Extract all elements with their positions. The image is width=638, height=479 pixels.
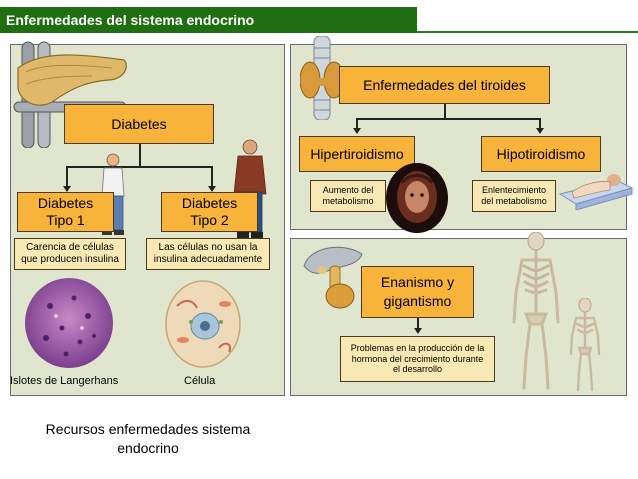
- tiroides-box: Enfermedades del tiroides: [339, 66, 550, 104]
- arrow-tipo1: [63, 186, 71, 192]
- arrow-hiper: [353, 128, 361, 134]
- diabetes-tipo2-description: Las células no usan la insulina adecuada…: [146, 238, 270, 270]
- arrow-crecimiento: [414, 328, 422, 334]
- footer-caption: Recursos enfermedades sistema endocrino: [45, 421, 251, 456]
- diabetes-box: Diabetes: [64, 104, 214, 144]
- islets-image-icon: [25, 278, 113, 368]
- sweating-person-icon: [386, 163, 448, 233]
- diabetes-tipo1-label: Diabetes Tipo 1: [37, 194, 94, 229]
- islets-caption: Islotes de Langerhans: [10, 375, 119, 387]
- sleeping-person-icon: [558, 174, 634, 210]
- cell-caption: Célula: [184, 375, 216, 387]
- diabetes-connector: [139, 144, 141, 166]
- tiroides-branch-right: [539, 118, 541, 128]
- thyroid-icon: [300, 36, 344, 120]
- slide-title: Enfermedades del sistema endocrino: [0, 7, 417, 33]
- diabetes-branch-right: [211, 166, 213, 186]
- enanismo-connector: [417, 318, 419, 328]
- diabetes-branch-left: [66, 166, 68, 186]
- hiper-description: Aumento del metabolismo: [310, 180, 386, 212]
- crecimiento-description: Problemas en la producción de la hormona…: [340, 336, 495, 382]
- enanismo-box: Enanismo y gigantismo: [361, 266, 474, 318]
- skeleton-small-icon: [569, 298, 601, 392]
- tiroides-branch-left: [356, 118, 358, 128]
- title-underline: [417, 31, 638, 33]
- hipo-description: Enlentecimiento del metabolismo: [472, 180, 556, 212]
- arrow-tipo2: [208, 186, 216, 192]
- tiroides-branch: [356, 118, 540, 120]
- arrow-hipo: [536, 128, 544, 134]
- skeleton-large-icon: [512, 232, 560, 390]
- diabetes-tipo2-label: Diabetes Tipo 2: [181, 194, 238, 229]
- pituitary-icon: [303, 246, 363, 309]
- cell-image-icon: [165, 280, 241, 368]
- hipotiroidismo-box: Hipotiroidismo: [481, 136, 601, 172]
- hipertiroidismo-box: Hipertiroidismo: [299, 136, 415, 172]
- diabetes-tipo2-box: Diabetes Tipo 2: [161, 192, 258, 232]
- tiroides-connector: [444, 104, 446, 118]
- diabetes-branch: [66, 166, 212, 168]
- diabetes-tipo1-description: Carencia de células que producen insulin…: [14, 238, 126, 270]
- diabetes-tipo1-box: Diabetes Tipo 1: [17, 192, 114, 232]
